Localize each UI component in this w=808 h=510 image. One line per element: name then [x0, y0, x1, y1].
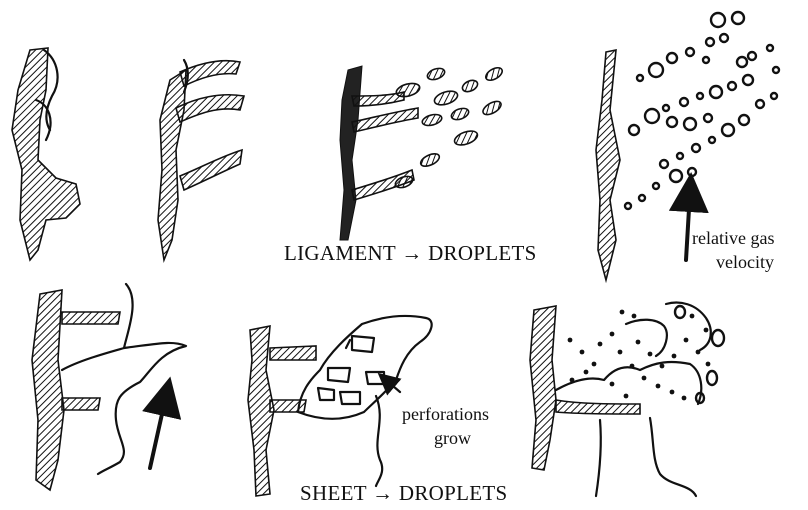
sheet-stage-2: perforations grow	[248, 316, 489, 496]
gas-velocity-label-2: velocity	[716, 252, 774, 272]
gas-velocity-arrow	[686, 192, 690, 260]
ligament-stage-3: LIGAMENT → DROPLETS	[284, 65, 537, 265]
sheet-droplets-label: SHEET → DROPLETS	[300, 481, 507, 505]
sheet-droplet-dots	[568, 310, 711, 401]
sheet-gas-arrow	[150, 396, 166, 468]
perforations-label-2: grow	[434, 428, 471, 448]
gas-velocity-label-1: relative gas	[692, 228, 774, 248]
perforations-label-1: perforations	[402, 404, 489, 424]
sheet-perforations	[318, 336, 384, 404]
ligament-stage-1	[12, 48, 80, 260]
droplet-cloud	[625, 12, 779, 209]
sheet-stage-1	[32, 284, 186, 490]
ligament-stage-2	[158, 60, 244, 260]
sheet-stage-3: SHEET → DROPLETS	[300, 303, 724, 505]
ligament-stage-4-droplets: relative gas velocity	[596, 12, 779, 280]
ligament-droplets-label: LIGAMENT → DROPLETS	[284, 241, 537, 265]
